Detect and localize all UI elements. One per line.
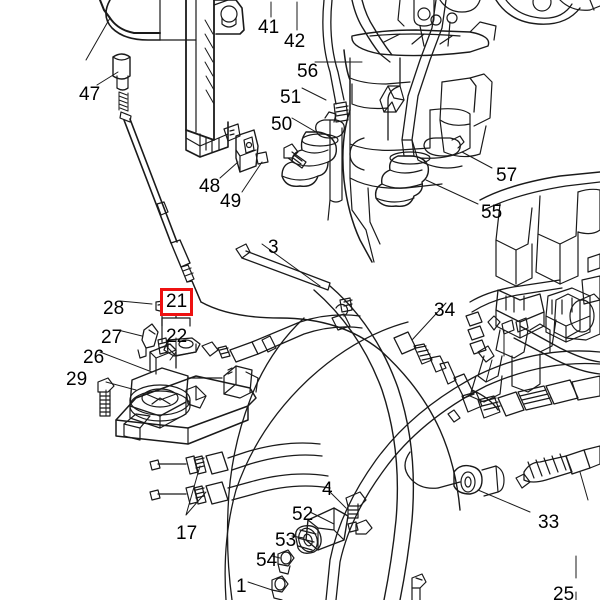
callout-26: 26 [83, 348, 104, 367]
callout-27: 27 [101, 328, 122, 347]
callout-label: 21 [166, 291, 188, 312]
callout-17: 17 [176, 524, 197, 543]
callout-47: 47 [79, 85, 100, 104]
callout-57: 57 [496, 166, 517, 185]
callout-label: 54 [256, 550, 278, 571]
callout-label: 56 [297, 61, 319, 82]
callout-label: 53 [275, 530, 297, 551]
callout-label: 51 [280, 87, 302, 108]
callout-label: 1 [236, 576, 247, 597]
callout-54: 54 [256, 551, 277, 570]
callout-52: 52 [292, 505, 313, 524]
callout-label: 25 [553, 584, 575, 600]
callout-label: 3 [268, 237, 279, 258]
callout-label: 4 [322, 479, 333, 500]
callout-33: 33 [538, 513, 559, 532]
callout-21-highlighted[interactable]: 21 [160, 288, 194, 316]
callout-label: 41 [258, 17, 280, 38]
callout-3: 3 [268, 238, 279, 257]
callout-53: 53 [275, 531, 296, 550]
callout-label: 55 [481, 202, 503, 223]
callout-label: 27 [101, 327, 123, 348]
callout-4: 4 [322, 480, 333, 499]
diagram-linework [85, 0, 600, 600]
callout-22: 22 [166, 327, 187, 346]
callout-34: 34 [434, 301, 455, 320]
callout-49: 49 [220, 192, 241, 211]
callout-label: 34 [434, 300, 456, 321]
callout-42: 42 [284, 32, 305, 51]
callout-label: 29 [66, 369, 88, 390]
callout-label: 17 [176, 523, 198, 544]
callout-label: 42 [284, 31, 306, 52]
callout-51: 51 [280, 88, 301, 107]
callout-label: 48 [199, 176, 221, 197]
callout-label: 52 [292, 504, 314, 525]
callout-25: 25 [553, 585, 574, 600]
callout-41: 41 [258, 18, 279, 37]
callout-1: 1 [236, 577, 247, 596]
callout-56: 56 [297, 62, 318, 81]
callout-50: 50 [271, 115, 292, 134]
callout-48: 48 [199, 177, 220, 196]
callout-55: 55 [481, 203, 502, 222]
callout-label: 50 [271, 114, 293, 135]
callout-label: 57 [496, 165, 518, 186]
callout-label: 26 [83, 347, 105, 368]
callout-label: 49 [220, 191, 242, 212]
callout-28: 28 [103, 299, 124, 318]
callout-label: 22 [166, 326, 188, 347]
callout-29: 29 [66, 370, 87, 389]
callout-label: 47 [79, 84, 101, 105]
callout-label: 33 [538, 512, 560, 533]
callout-label: 28 [103, 298, 125, 319]
